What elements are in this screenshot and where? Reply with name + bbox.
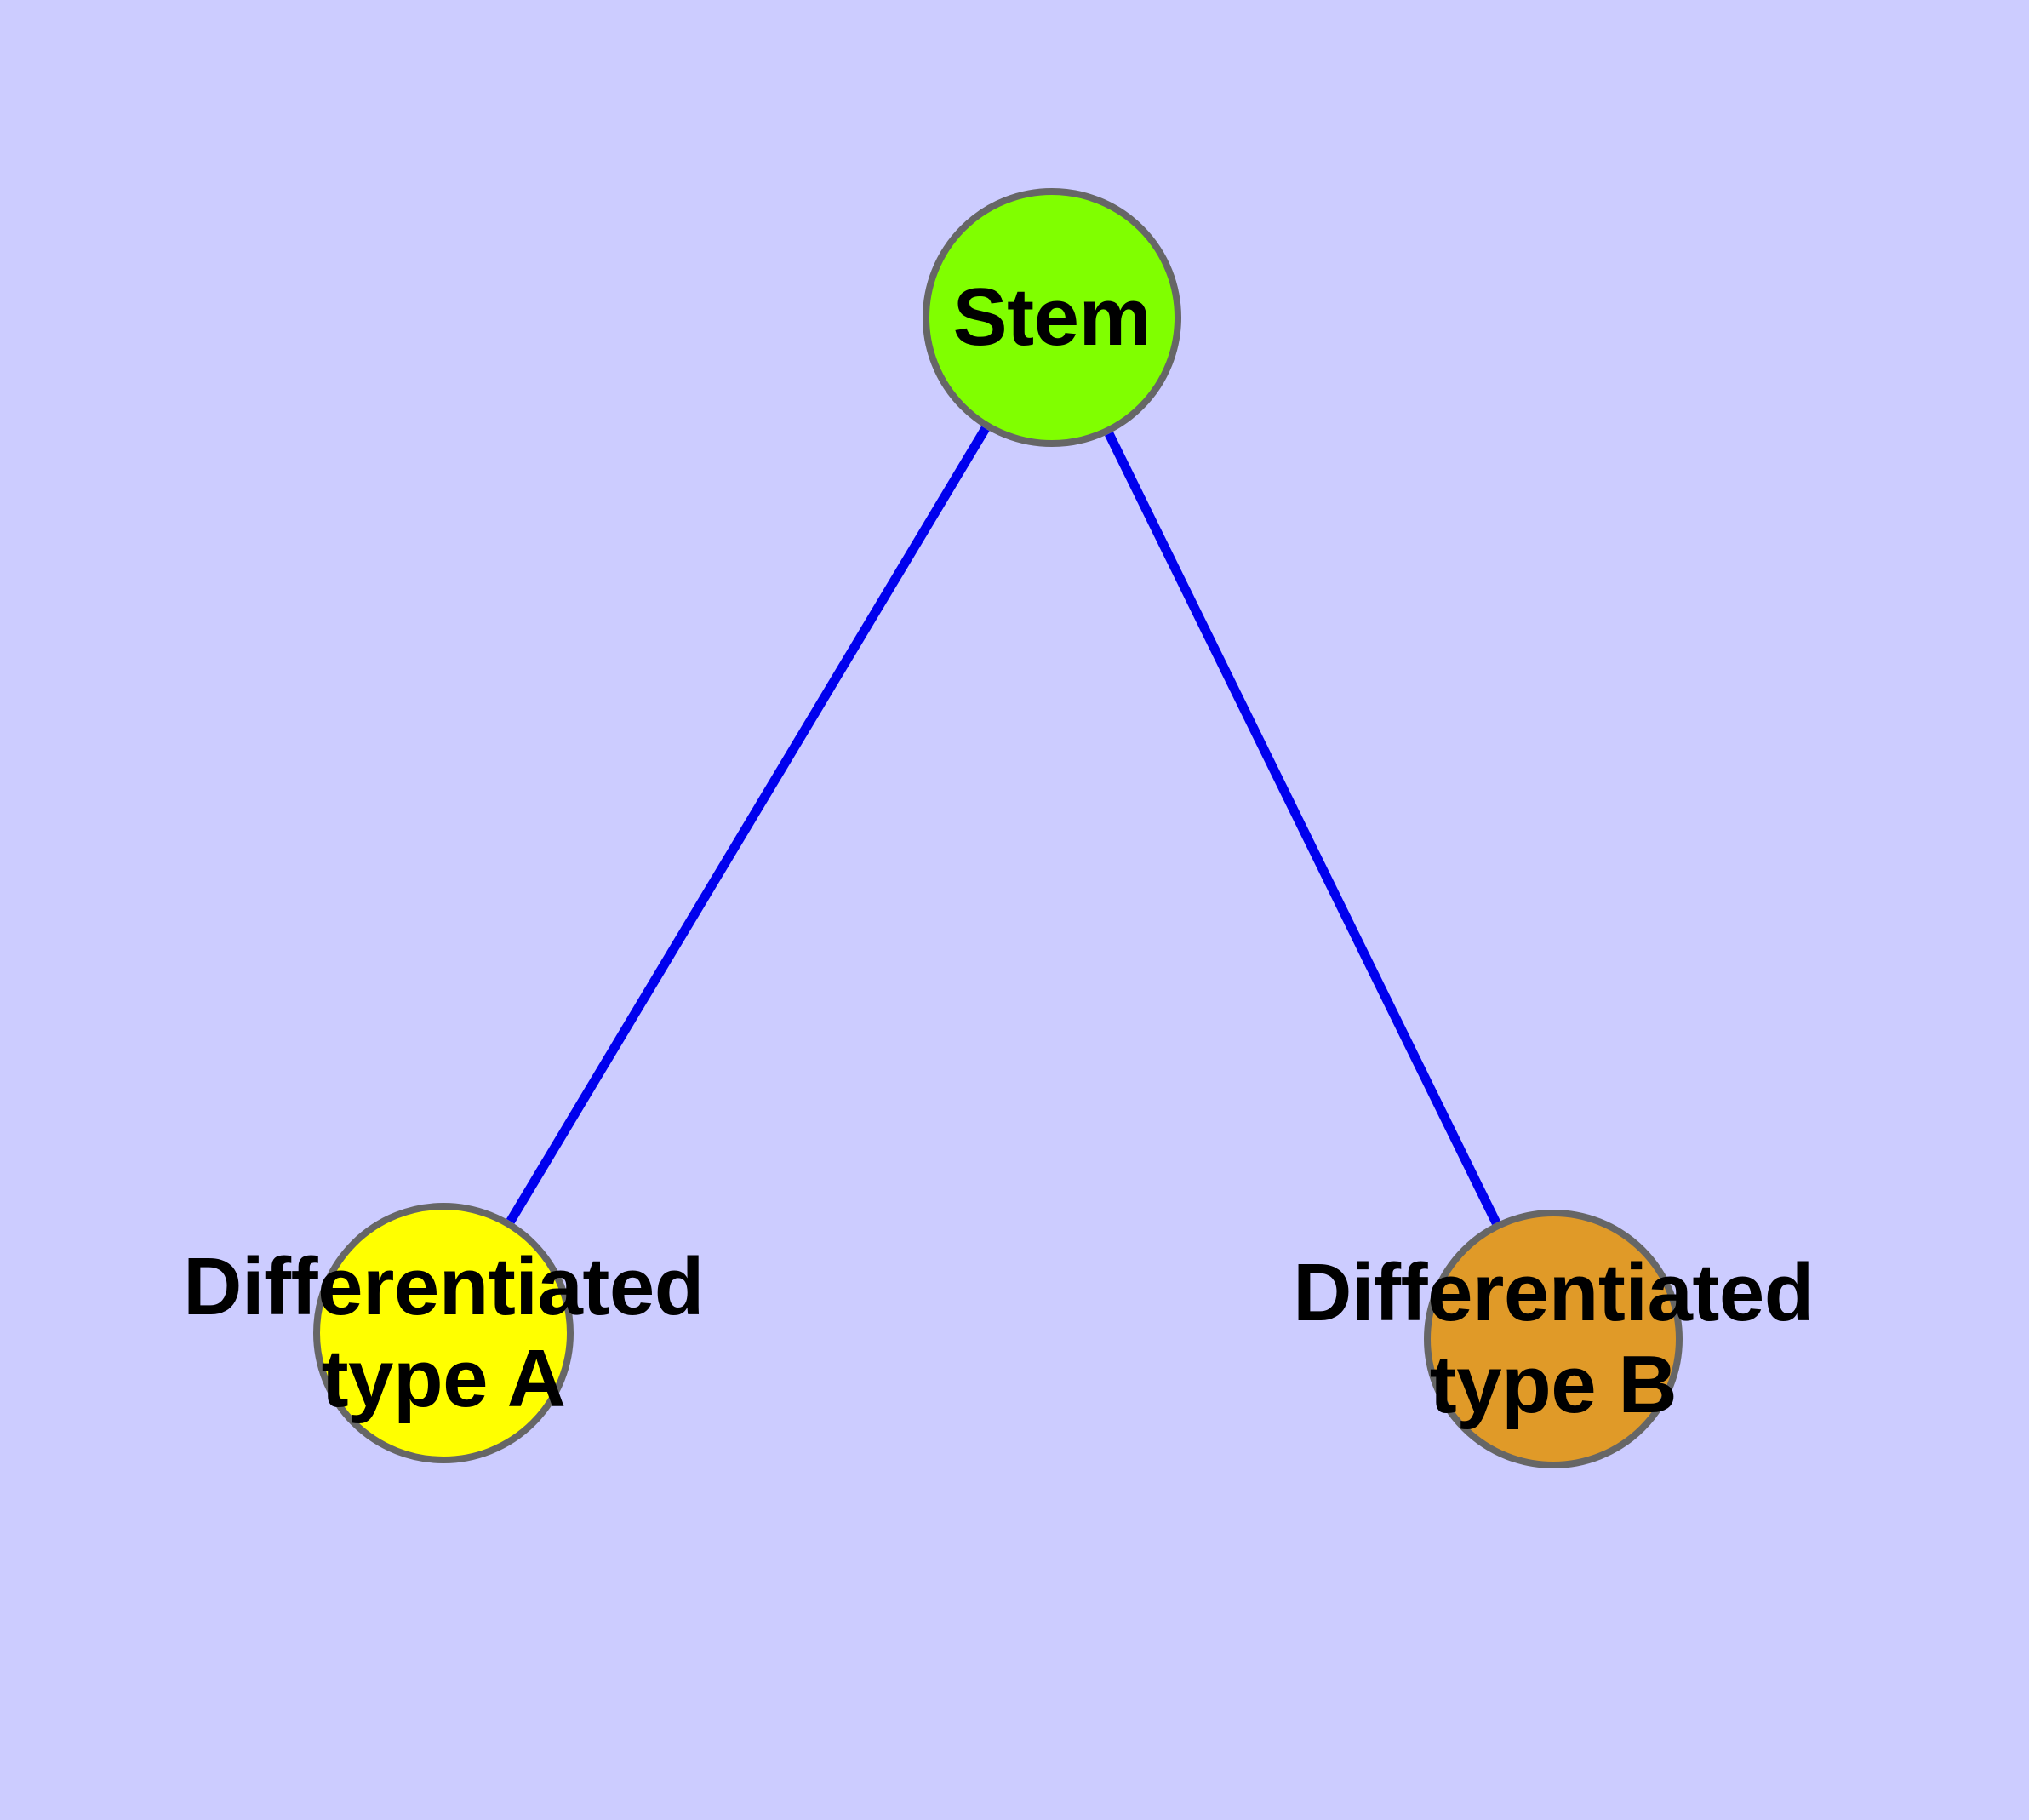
graph-edge-stem-to-a[interactable] (506, 426, 990, 1224)
edge-layer (506, 426, 1500, 1225)
graph-node-stem[interactable] (923, 188, 1181, 447)
graph-node-diff_a[interactable] (313, 1203, 574, 1463)
node-layer (313, 188, 1683, 1468)
graph-node-diff_b[interactable] (1424, 1210, 1683, 1468)
graph-edge-stem-to-b[interactable] (1105, 432, 1500, 1225)
